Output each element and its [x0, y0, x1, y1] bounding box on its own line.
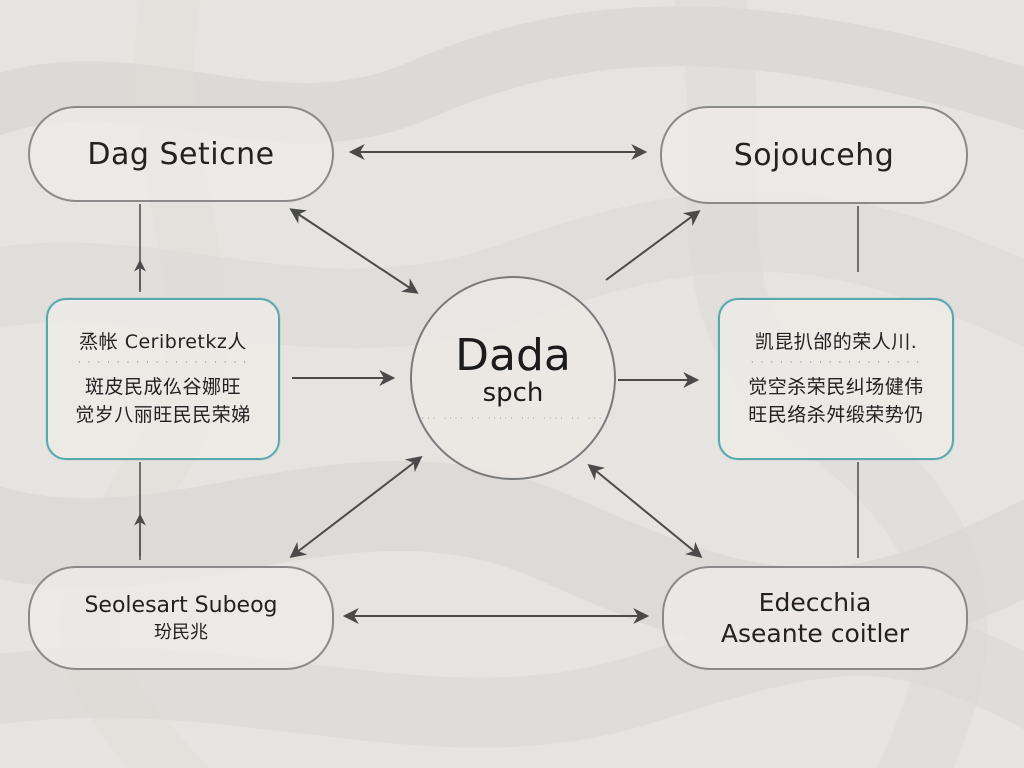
node-top-right[interactable]: Sojoucehg	[660, 106, 968, 204]
node-bottom-left-line1: Seolesart Subeog	[84, 593, 278, 618]
node-top-left-label: Dag Seticne	[87, 136, 275, 172]
arrow-center-to-top-right	[605, 210, 701, 281]
node-mid-left[interactable]: 烝帐 Ceribretkz人 · · · · · · · · · · · · ·…	[46, 298, 280, 460]
node-bottom-left[interactable]: Seolesart Subeog 玢民兆	[28, 566, 334, 670]
arrow-center-to-bottom-right	[587, 463, 703, 559]
node-mid-left-dotted-rule: · · · · · · · · · · · · · · · · · ·	[77, 358, 249, 369]
node-mid-left-line2: 斑皮民成仫谷娜旺	[84, 376, 241, 399]
node-mid-right-dotted-rule: · · · · · · · · · · · · · · · · · ·	[750, 358, 922, 369]
node-mid-left-line3: 觉岁八丽旺民民荣娣	[75, 403, 251, 426]
hub-subtitle: spch	[482, 378, 544, 409]
node-mid-right-line1: 凯昆扒邰的荣人川.	[754, 330, 918, 353]
node-mid-right-line3: 旺民络杀舛缎荣势仍	[748, 403, 924, 426]
node-top-left[interactable]: Dag Seticne	[28, 106, 334, 202]
node-mid-right[interactable]: 凯昆扒邰的荣人川. · · · · · · · · · · · · · · · …	[718, 298, 954, 460]
arrow-top-left-to-center	[289, 208, 419, 294]
node-top-right-label: Sojoucehg	[733, 137, 895, 173]
node-center-hub[interactable]: Dada spch ··· ···· ·· ····· ··· ···· ·· …	[410, 276, 616, 480]
hub-title: Dada	[455, 330, 571, 382]
node-mid-right-line2: 觉空杀荣民纠场健伟	[748, 376, 924, 399]
hub-dotted-rule: ··· ···· ·· ····· ··· ···· ·· ···	[421, 413, 605, 423]
node-bottom-right[interactable]: Edecchia Aseante coitler	[662, 566, 968, 670]
node-bottom-left-line2: 玢民兆	[154, 621, 208, 643]
node-bottom-right-line1: Edecchia	[758, 587, 872, 617]
node-mid-left-line1: 烝帐 Ceribretkz人	[79, 330, 247, 353]
node-bottom-right-line2: Aseante coitler	[720, 619, 910, 648]
arrow-center-to-bottom-left	[289, 456, 423, 558]
connectors	[134, 144, 859, 624]
